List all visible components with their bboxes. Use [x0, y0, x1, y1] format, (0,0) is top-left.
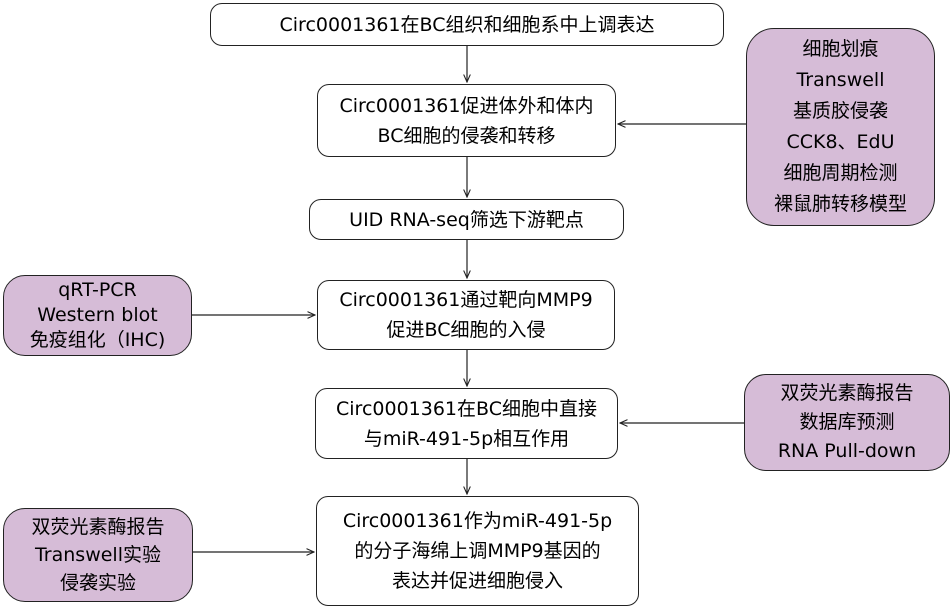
method-box-3-line-3: RNA Pull-down [777, 440, 917, 462]
flow-step-5-line-1: Circ0001361在BC细胞中直接 [336, 397, 597, 420]
method-box-1: 细胞划痕 Transwell 基质胶侵袭 CCK8、EdU 细胞周期检测 裸鼠肺… [746, 28, 935, 226]
flow-step-4-line-1: Circ0001361通过靶向MMP9 [339, 289, 593, 311]
flow-step-2: Circ0001361促进体外和体内 BC细胞的侵袭和转移 [317, 84, 616, 157]
method-box-2-line-1: qRT-PCR [58, 279, 137, 301]
flow-step-1-line-1: Circ0001361在BC组织和细胞系中上调表达 [279, 13, 655, 36]
flow-step-6-line-3: 表达并促进细胞侵入 [391, 570, 563, 592]
method-box-4-line-2: Transwell实验 [34, 544, 161, 566]
method-box-1-line-3: 基质胶侵袭 [792, 100, 888, 122]
method-box-2-line-3: 免疫组化（IHC) [29, 329, 166, 351]
method-box-4-line-3: 侵袭实验 [59, 572, 136, 594]
method-box-3-line-1: 双荧光素酶报告 [780, 382, 914, 404]
flow-step-4-line-2: 促进BC细胞的入侵 [386, 319, 546, 341]
flow-step-2-line-2: BC细胞的侵袭和转移 [377, 124, 556, 147]
flow-step-5-line-2: 与miR-491-5p相互作用 [363, 427, 570, 450]
method-box-1-line-5: 细胞周期检测 [783, 162, 898, 184]
flow-step-6-line-2: 的分子海绵上调MMP9基因的 [354, 540, 601, 562]
flow-step-6-line-1: Circ0001361作为miR-491-5p [342, 510, 613, 532]
method-box-1-line-1: 细胞划痕 [802, 38, 879, 60]
flow-step-3: UID RNA-seq筛选下游靶点 [309, 199, 624, 240]
method-box-4: 双荧光素酶报告 Transwell实验 侵袭实验 [3, 508, 193, 602]
flow-step-3-line-1: UID RNA-seq筛选下游靶点 [349, 208, 584, 231]
method-box-1-line-6: 裸鼠肺转移模型 [773, 193, 907, 215]
method-box-2-line-2: Western blot [37, 304, 158, 326]
method-box-2: qRT-PCR Western blot 免疫组化（IHC) [3, 275, 192, 356]
flow-step-2-line-1: Circ0001361促进体外和体内 [339, 94, 594, 117]
flow-step-5: Circ0001361在BC细胞中直接 与miR-491-5p相互作用 [315, 388, 618, 459]
method-box-3: 双荧光素酶报告 数据库预测 RNA Pull-down [744, 374, 950, 471]
method-box-1-line-2: Transwell [796, 69, 885, 91]
flow-step-4: Circ0001361通过靶向MMP9 促进BC细胞的入侵 [317, 280, 615, 350]
method-box-4-line-1: 双荧光素酶报告 [31, 516, 165, 538]
flow-step-1: Circ0001361在BC组织和细胞系中上调表达 [210, 3, 724, 46]
method-box-3-line-2: 数据库预测 [799, 411, 895, 433]
method-box-1-line-4: CCK8、EdU [786, 131, 895, 153]
flow-step-6: Circ0001361作为miR-491-5p 的分子海绵上调MMP9基因的 表… [316, 496, 639, 606]
